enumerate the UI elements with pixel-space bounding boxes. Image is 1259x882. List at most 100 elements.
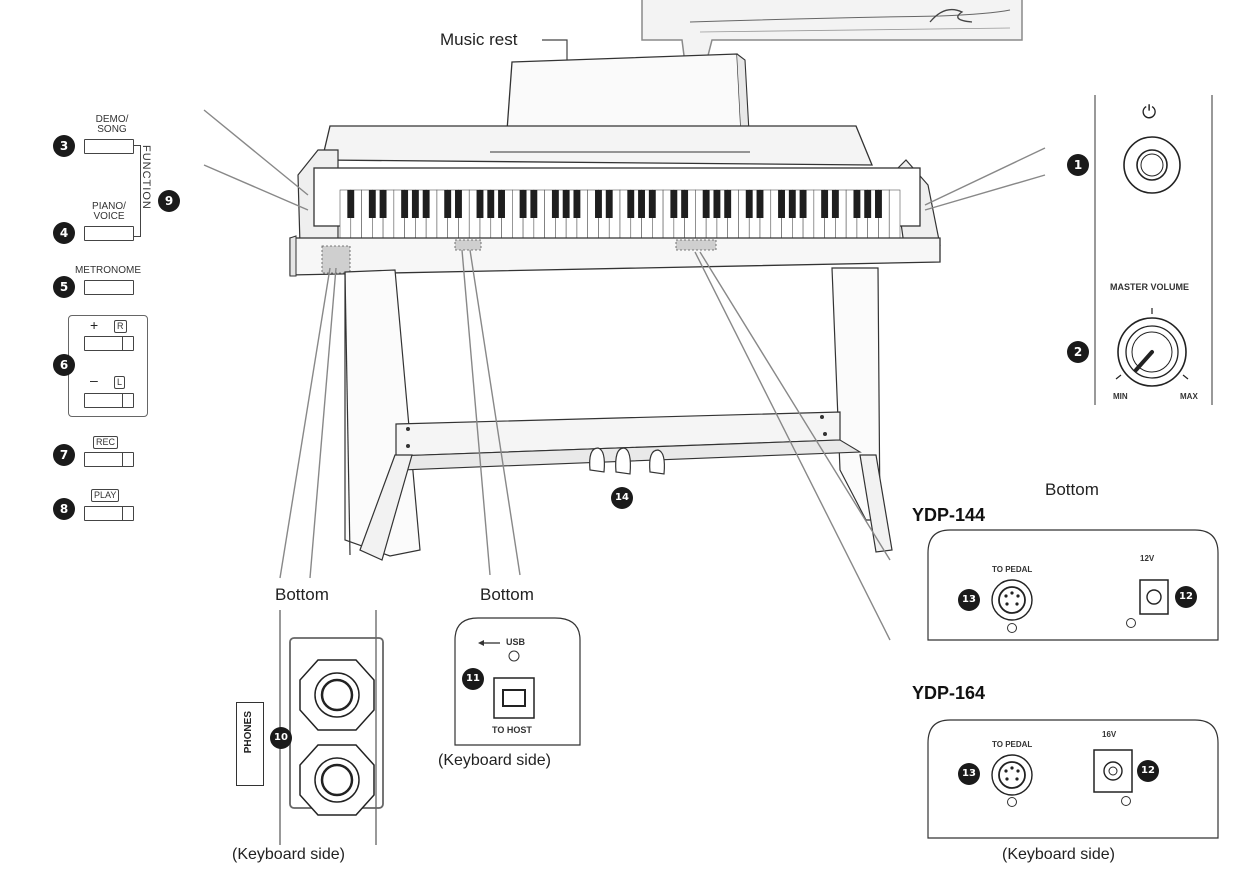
badge-14: 14: [611, 487, 633, 509]
metronome-button[interactable]: [84, 280, 134, 295]
function-bracket: [134, 145, 141, 237]
black-key: [455, 190, 462, 218]
badge-2: 2: [1067, 341, 1089, 363]
badge-13-ydp164: 13: [958, 763, 980, 785]
badge-3: 3: [53, 135, 75, 157]
black-key: [573, 190, 581, 218]
play-button[interactable]: [84, 506, 134, 521]
badge-12-ydp164: 12: [1137, 760, 1159, 782]
black-key: [444, 190, 452, 218]
black-key: [347, 190, 355, 218]
badge-4: 4: [53, 222, 75, 244]
black-key: [702, 190, 710, 218]
black-key: [551, 190, 559, 218]
black-key: [605, 190, 613, 218]
piano-illustration: [289, 53, 941, 561]
white-keys: [339, 189, 901, 239]
black-key: [379, 190, 387, 218]
to-pedal-label-164: TO PEDAL: [992, 740, 1033, 749]
badge-1: 1: [1067, 154, 1089, 176]
demo-song-button[interactable]: [84, 139, 134, 154]
black-key: [401, 190, 409, 218]
usb-footer: (Keyboard side): [438, 752, 551, 769]
black-key: [853, 190, 861, 218]
rec-tag: REC: [93, 436, 119, 449]
black-key: [713, 190, 721, 218]
phones-heading: Bottom: [275, 585, 329, 604]
l-tag: L: [114, 376, 126, 389]
phones-label: PHONES: [243, 711, 254, 754]
minus-l-button[interactable]: [84, 393, 134, 408]
badge-13-ydp144: 13: [958, 589, 980, 611]
play-tag: PLAY: [91, 489, 120, 502]
badge-6: 6: [53, 354, 75, 376]
black-key: [831, 190, 839, 218]
min-label: MIN: [1113, 392, 1128, 401]
badge-11: 11: [462, 668, 484, 690]
music-rest-leader: [542, 39, 568, 66]
black-key: [821, 190, 829, 218]
bottom-heading: Bottom: [1045, 480, 1099, 499]
phones-label-box: PHONES: [236, 702, 264, 786]
bottom-footer: (Keyboard side): [1002, 846, 1115, 863]
black-key: [670, 190, 678, 218]
phones-jacks: [279, 610, 384, 845]
piano-voice-button[interactable]: [84, 226, 134, 241]
black-key: [627, 190, 635, 218]
black-key: [476, 190, 484, 218]
black-key: [745, 190, 753, 218]
model-ydp-144: YDP-144: [912, 505, 986, 525]
dc-label-144: 12V: [1140, 554, 1155, 563]
black-key: [788, 190, 796, 218]
black-key: [638, 190, 645, 218]
black-key: [756, 190, 764, 218]
black-key: [498, 190, 505, 218]
black-key: [519, 190, 527, 218]
usb-label: USB: [506, 637, 526, 647]
badge-10: 10: [270, 727, 292, 749]
rec-button[interactable]: [84, 452, 134, 467]
black-key: [368, 190, 376, 218]
black-key: [799, 190, 807, 218]
pedal-dc-connectors: [927, 529, 1219, 839]
badge-8: 8: [53, 498, 75, 520]
usb-heading: Bottom: [480, 585, 534, 604]
power-icon: ⏻: [1142, 102, 1157, 123]
demo-song-label: DEMO/ SONG: [95, 114, 129, 135]
r-tag: R: [114, 320, 127, 333]
white-key: [888, 189, 901, 239]
black-key: [595, 190, 602, 218]
plus-r-button[interactable]: [84, 336, 134, 351]
badge-5: 5: [53, 276, 75, 298]
badge-12-ydp144: 12: [1175, 586, 1197, 608]
master-volume-label: MASTER VOLUME: [1110, 282, 1190, 292]
black-key: [724, 190, 732, 218]
to-pedal-label-144: TO PEDAL: [992, 565, 1033, 574]
black-key: [875, 190, 882, 218]
metronome-label: METRONOME: [74, 265, 142, 276]
plus-sign: +: [90, 317, 99, 333]
black-key: [411, 190, 419, 218]
to-host-label: TO HOST: [492, 725, 532, 735]
black-key: [562, 190, 570, 218]
dc-label-164: 16V: [1102, 730, 1117, 739]
model-ydp-164: YDP-164: [912, 683, 986, 703]
usb-connector: [454, 617, 581, 746]
black-key: [530, 190, 538, 218]
black-key: [422, 190, 430, 218]
leader-lines: [203, 109, 1046, 641]
badge-7: 7: [53, 444, 75, 466]
music-rest-label: Music rest: [440, 30, 518, 49]
black-key: [681, 190, 689, 218]
black-keys: [347, 190, 882, 218]
piano-voice-label: PIANO/ VOICE: [92, 201, 126, 222]
power-volume-controls: [1094, 95, 1213, 405]
badge-9: 9: [158, 190, 180, 212]
black-key: [778, 190, 785, 218]
black-key: [648, 190, 656, 218]
minus-sign: –: [90, 372, 98, 388]
black-key: [487, 190, 495, 218]
black-key: [864, 190, 872, 218]
